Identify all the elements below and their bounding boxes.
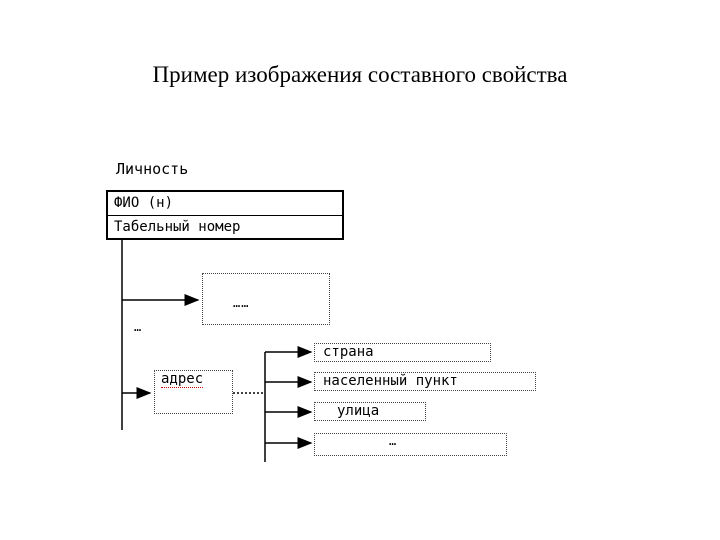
entity-name: Личность (116, 160, 189, 178)
component-locality: населенный пункт (314, 372, 536, 391)
address-box: адрес (154, 370, 233, 414)
entity-box: ФИО (н) Табельный номер (106, 190, 344, 240)
component-street: улица (314, 402, 426, 421)
placeholder-attribute-box: …… (202, 273, 330, 325)
attribute-tab-number: Табельный номер (114, 219, 241, 235)
branch-ellipsis: … (134, 320, 143, 334)
component-country: страна (314, 343, 491, 362)
placeholder-dots: …… (233, 296, 250, 310)
attribute-fio: ФИО (н) (108, 192, 342, 216)
address-label: адрес (161, 371, 204, 388)
component-other: … (314, 433, 507, 456)
slide-title: Пример изображения составного свойства (152, 62, 568, 87)
